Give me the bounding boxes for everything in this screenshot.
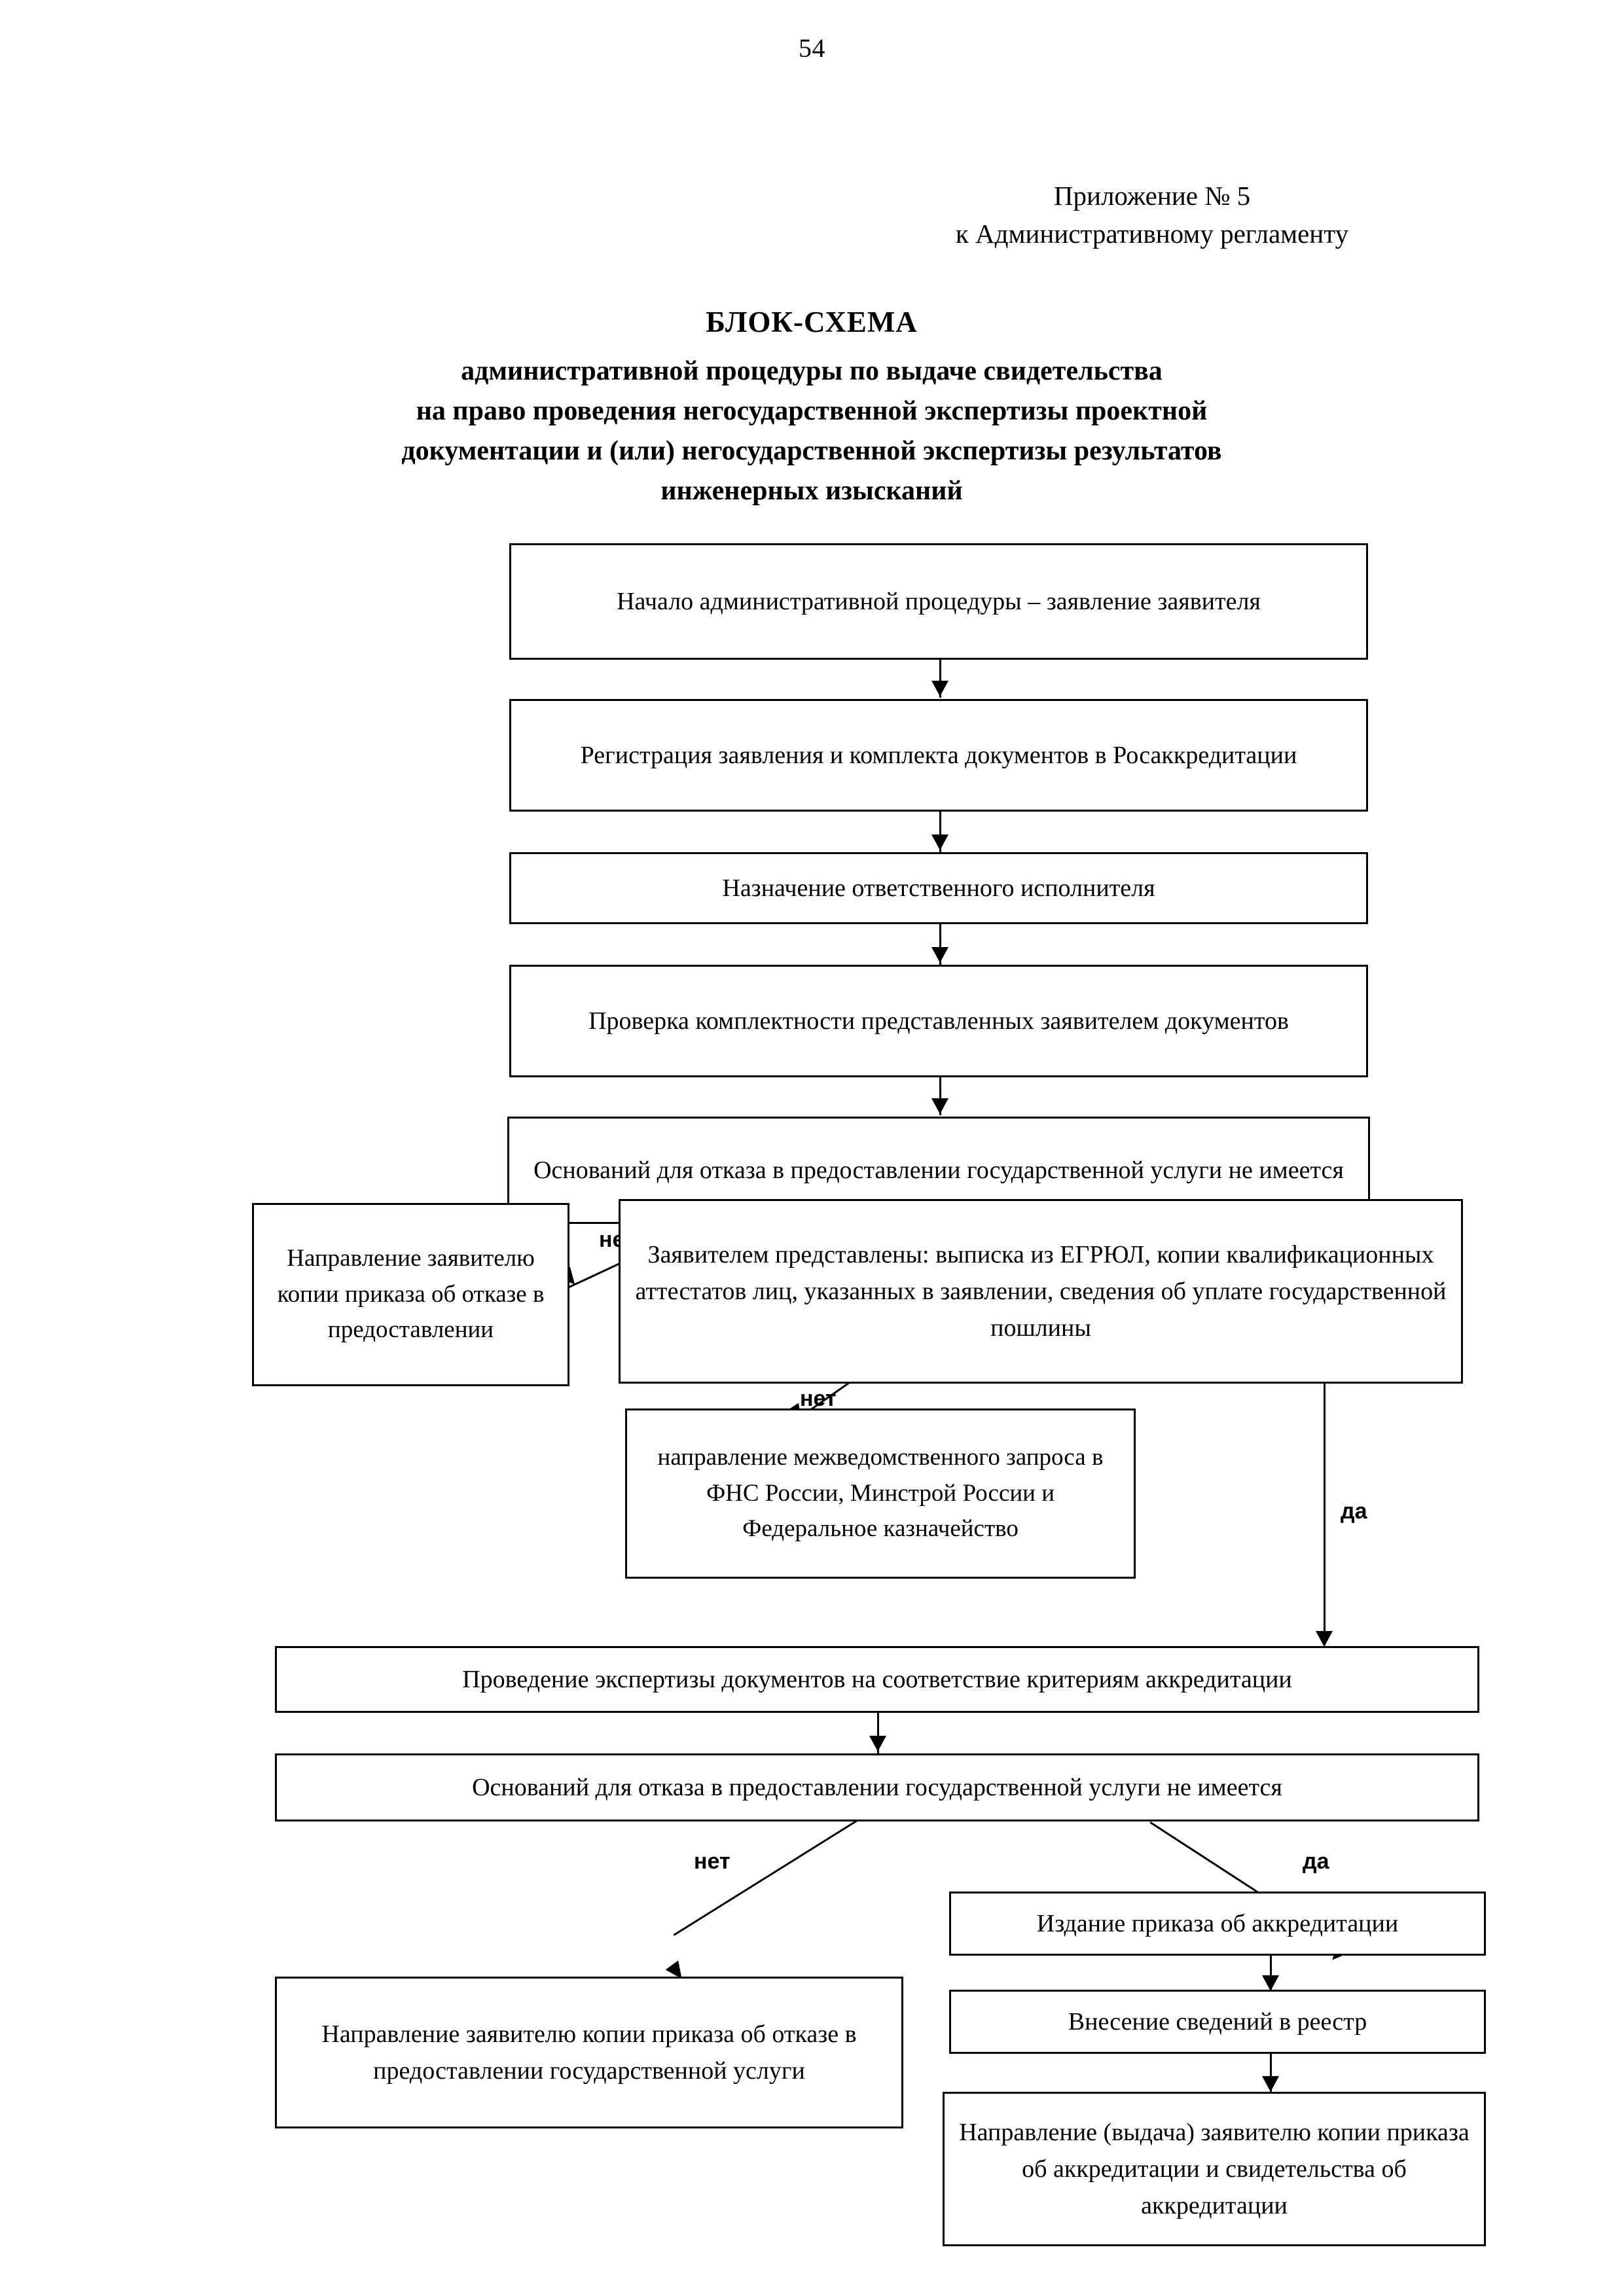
flow-node-start: Начало административной процедуры – заяв… (509, 543, 1368, 660)
connector-register-to-deliver (1270, 2054, 1272, 2092)
flow-node-refusal-copy-2: Направление заявителю копии приказа об о… (275, 1977, 903, 2128)
title-line-2: на право проведения негосударственной эк… (416, 396, 1208, 427)
arrowhead-icon (1262, 2076, 1279, 2092)
connector-expertise-to-decision2 (877, 1713, 879, 1753)
arrowhead-icon (931, 947, 948, 963)
appendix-line-2: к Административному регламенту (955, 219, 1349, 249)
branch-label-no-3: нет (694, 1849, 731, 1874)
arrowhead-icon (931, 834, 948, 850)
arrowhead-icon (869, 1736, 886, 1751)
flow-node-assign-executor: Назначение ответственного исполнителя (509, 852, 1368, 924)
flow-node-issue-order: Издание приказа об аккредитации (949, 1892, 1486, 1956)
arrowhead-icon (1316, 1631, 1333, 1647)
connector-registration-to-assign (939, 812, 941, 852)
branch-no-line-3 (673, 1820, 857, 1936)
connector-assign-to-completeness (939, 924, 941, 965)
title-line-3: документации и (или) негосударственной э… (401, 436, 1222, 467)
arrowhead-icon (1262, 1975, 1279, 1991)
flow-node-refusal-copy-1: Направление заявителю копии приказа об о… (252, 1203, 569, 1386)
flow-node-register-entry: Внесение сведений в реестр (949, 1990, 1486, 2054)
flow-node-deliver-certificate: Направление (выдача) заявителю копии при… (943, 2092, 1486, 2246)
flow-node-decision-2: Оснований для отказа в предоставлении го… (275, 1753, 1479, 1821)
branch-label-yes-2: да (1341, 1499, 1367, 1524)
branch-label-yes-3: да (1303, 1849, 1329, 1874)
title-line-1: административной процедуры по выдаче сви… (461, 356, 1163, 387)
title-line-4: инженерных изысканий (660, 475, 963, 506)
flow-node-completeness-check: Проверка комплектности представленных за… (509, 965, 1368, 1077)
page-title: БЛОК-СХЕМА административной процедуры по… (223, 301, 1401, 511)
flow-node-expertise: Проведение экспертизы документов на соот… (275, 1646, 1479, 1713)
flow-node-documents-submitted: Заявителем представлены: выписка из ЕГРЮ… (619, 1199, 1463, 1384)
connector-start-to-registration (939, 660, 941, 698)
branch-yes-line-2 (1324, 1384, 1326, 1645)
flow-node-interagency-request: направление межведомственного запроса в … (625, 1408, 1136, 1579)
page-number: 54 (799, 33, 825, 63)
appendix-line-1: Приложение № 5 (1053, 181, 1251, 211)
arrowhead-icon (931, 681, 948, 696)
flow-node-registration: Регистрация заявления и комплекта докуме… (509, 699, 1368, 812)
connector-issue-to-register (1270, 1956, 1272, 1990)
connector-completeness-to-decision1 (939, 1077, 941, 1115)
title-main: БЛОК-СХЕМА (706, 306, 918, 338)
branch-label-no-2: нет (800, 1386, 837, 1411)
appendix-reference: Приложение № 5 к Административному регла… (825, 177, 1479, 253)
arrowhead-icon (931, 1098, 948, 1114)
